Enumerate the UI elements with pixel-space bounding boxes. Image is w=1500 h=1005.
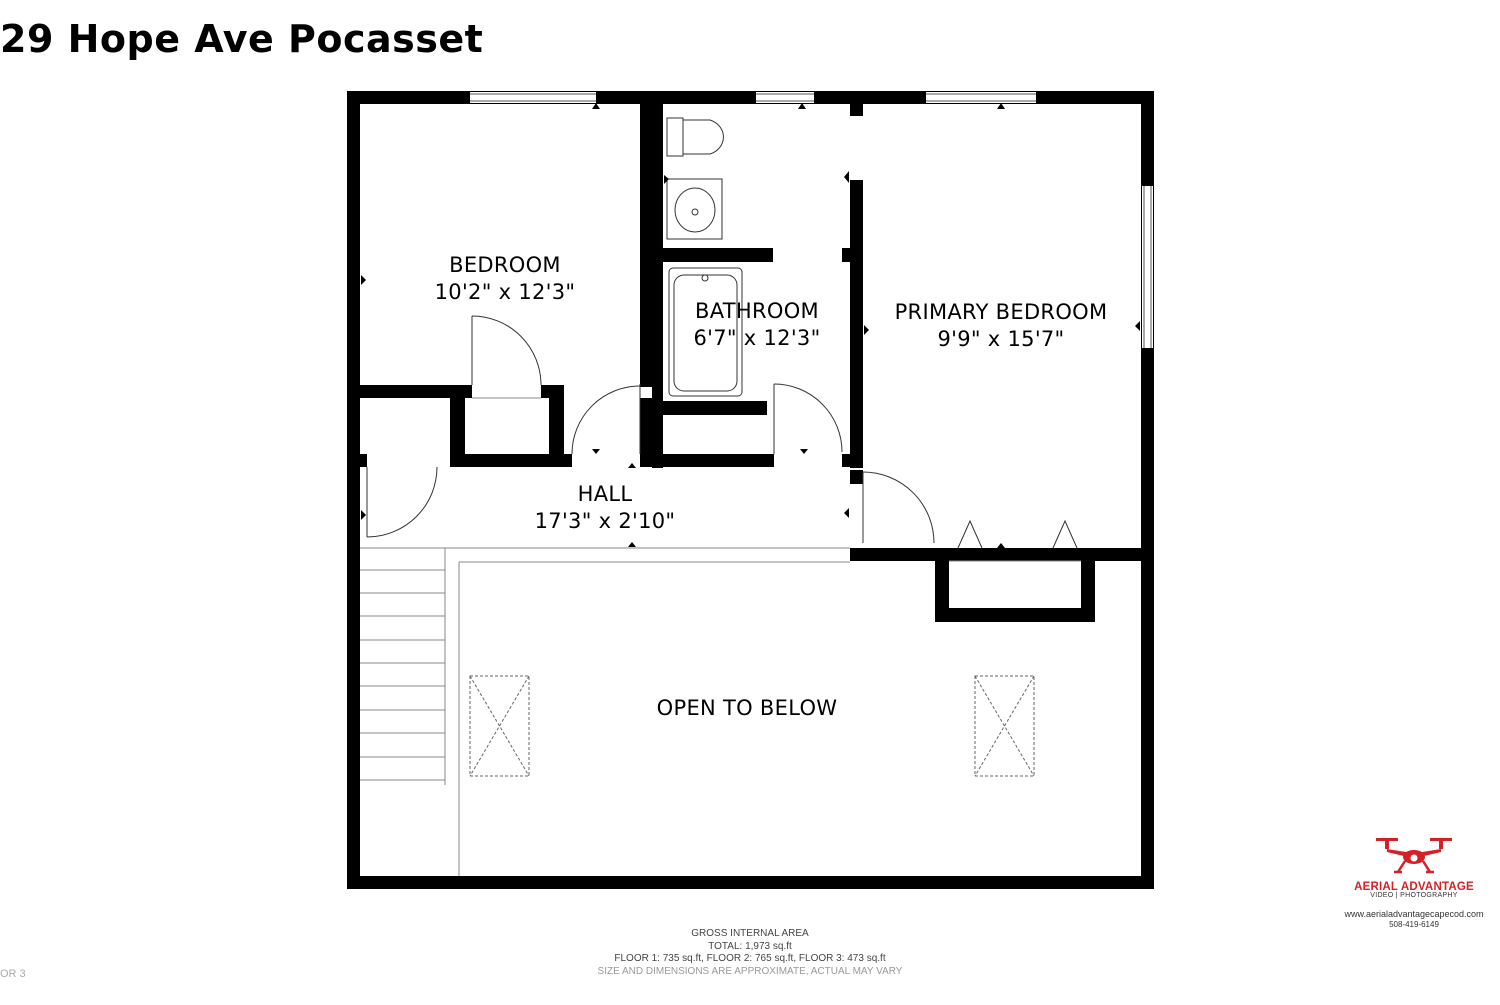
- area-summary: GROSS INTERNAL AREA TOTAL: 1,973 sq.ft F…: [0, 928, 1500, 978]
- logo-brand: AERIAL ADVANTAGE: [1354, 881, 1474, 893]
- top-windows: [470, 92, 1153, 348]
- area-total: TOTAL: 1,973 sq.ft: [708, 940, 792, 952]
- company-logo: AERIAL ADVANTAGE VIDEO | PHOTOGRAPHY www…: [1330, 832, 1498, 929]
- drone-icon: [1376, 838, 1452, 874]
- thin-lines: [360, 397, 1081, 876]
- room-name: BATHROOM: [695, 299, 819, 323]
- room-dimensions: 9'9" x 15'7": [937, 327, 1065, 351]
- room-name: PRIMARY BEDROOM: [894, 300, 1108, 324]
- room-dimensions: 17'3" x 2'10": [534, 509, 676, 533]
- room-primary-bedroom: PRIMARY BEDROOM 9'9" x 15'7": [895, 299, 1108, 353]
- logo-url: www.aerialadvantagecapecod.com: [1344, 909, 1484, 919]
- room-dimensions: 10'2" x 12'3": [434, 280, 576, 304]
- room-open-to-below: OPEN TO BELOW: [657, 695, 838, 722]
- stairs: [360, 548, 446, 785]
- room-hall: HALL 17'3" x 2'10": [535, 481, 676, 535]
- outer-walls: [347, 91, 1154, 889]
- room-name: HALL: [577, 482, 633, 506]
- page-title: 29 Hope Ave Pocasset: [0, 17, 484, 61]
- skylights: [469, 675, 1035, 777]
- logo-phone: 508-419-6149: [1389, 920, 1439, 929]
- area-floors: FLOOR 1: 735 sq.ft, FLOOR 2: 765 sq.ft, …: [614, 953, 886, 964]
- bathroom-fixtures: [666, 117, 743, 397]
- area-disclaimer: SIZE AND DIMENSIONS ARE APPROXIMATE, ACT…: [597, 965, 903, 977]
- logo-tagline: VIDEO | PHOTOGRAPHY: [1370, 892, 1458, 899]
- room-name: OPEN TO BELOW: [656, 696, 838, 720]
- room-dimensions: 6'7" x 12'3": [693, 326, 821, 350]
- area-heading: GROSS INTERNAL AREA: [691, 928, 809, 939]
- room-name: BEDROOM: [449, 253, 561, 277]
- interior-walls: [347, 91, 1154, 622]
- room-bedroom: BEDROOM 10'2" x 12'3": [435, 252, 576, 306]
- room-bathroom: BATHROOM 6'7" x 12'3": [693, 298, 820, 352]
- doors: [366, 315, 1078, 549]
- dimension-markers: [361, 103, 1140, 548]
- floor-tag: OR 3: [0, 968, 26, 980]
